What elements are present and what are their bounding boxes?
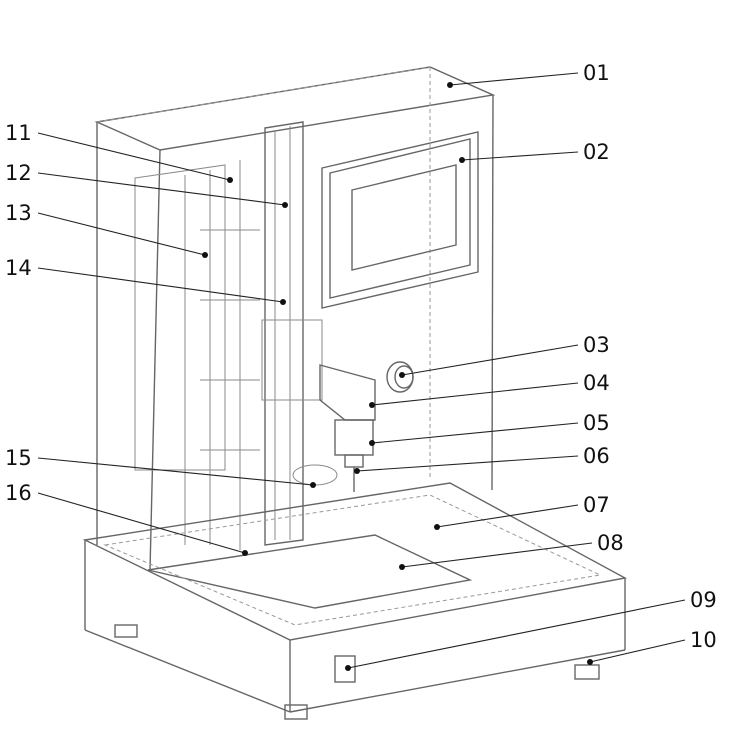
label-04: 04 <box>583 371 610 395</box>
label-14: 14 <box>5 256 32 280</box>
leader-dots <box>202 82 593 671</box>
label-01: 01 <box>583 61 610 85</box>
label-11: 11 <box>5 121 32 145</box>
button-03 <box>386 361 414 393</box>
label-15: 15 <box>5 446 32 470</box>
label-02: 02 <box>583 140 610 164</box>
label-13: 13 <box>5 201 32 225</box>
foot-10 <box>574 664 600 680</box>
label-07: 07 <box>583 493 610 517</box>
leader-lines <box>37 72 686 669</box>
z-axis-column <box>261 121 323 546</box>
label-06: 06 <box>583 444 610 468</box>
dispense-head <box>319 364 376 492</box>
label-12: 12 <box>5 161 32 185</box>
label-05: 05 <box>583 411 610 435</box>
housing-01 <box>94 66 496 571</box>
label-10: 10 <box>690 628 717 652</box>
fixture-15 <box>292 464 338 486</box>
screen-02 <box>321 131 479 309</box>
base <box>84 540 626 720</box>
back-frame-13 <box>134 160 260 550</box>
switch-09 <box>334 655 356 683</box>
label-16: 16 <box>5 481 32 505</box>
worktable <box>82 482 628 641</box>
label-09: 09 <box>690 588 717 612</box>
label-08: 08 <box>597 531 624 555</box>
label-03: 03 <box>583 333 610 357</box>
